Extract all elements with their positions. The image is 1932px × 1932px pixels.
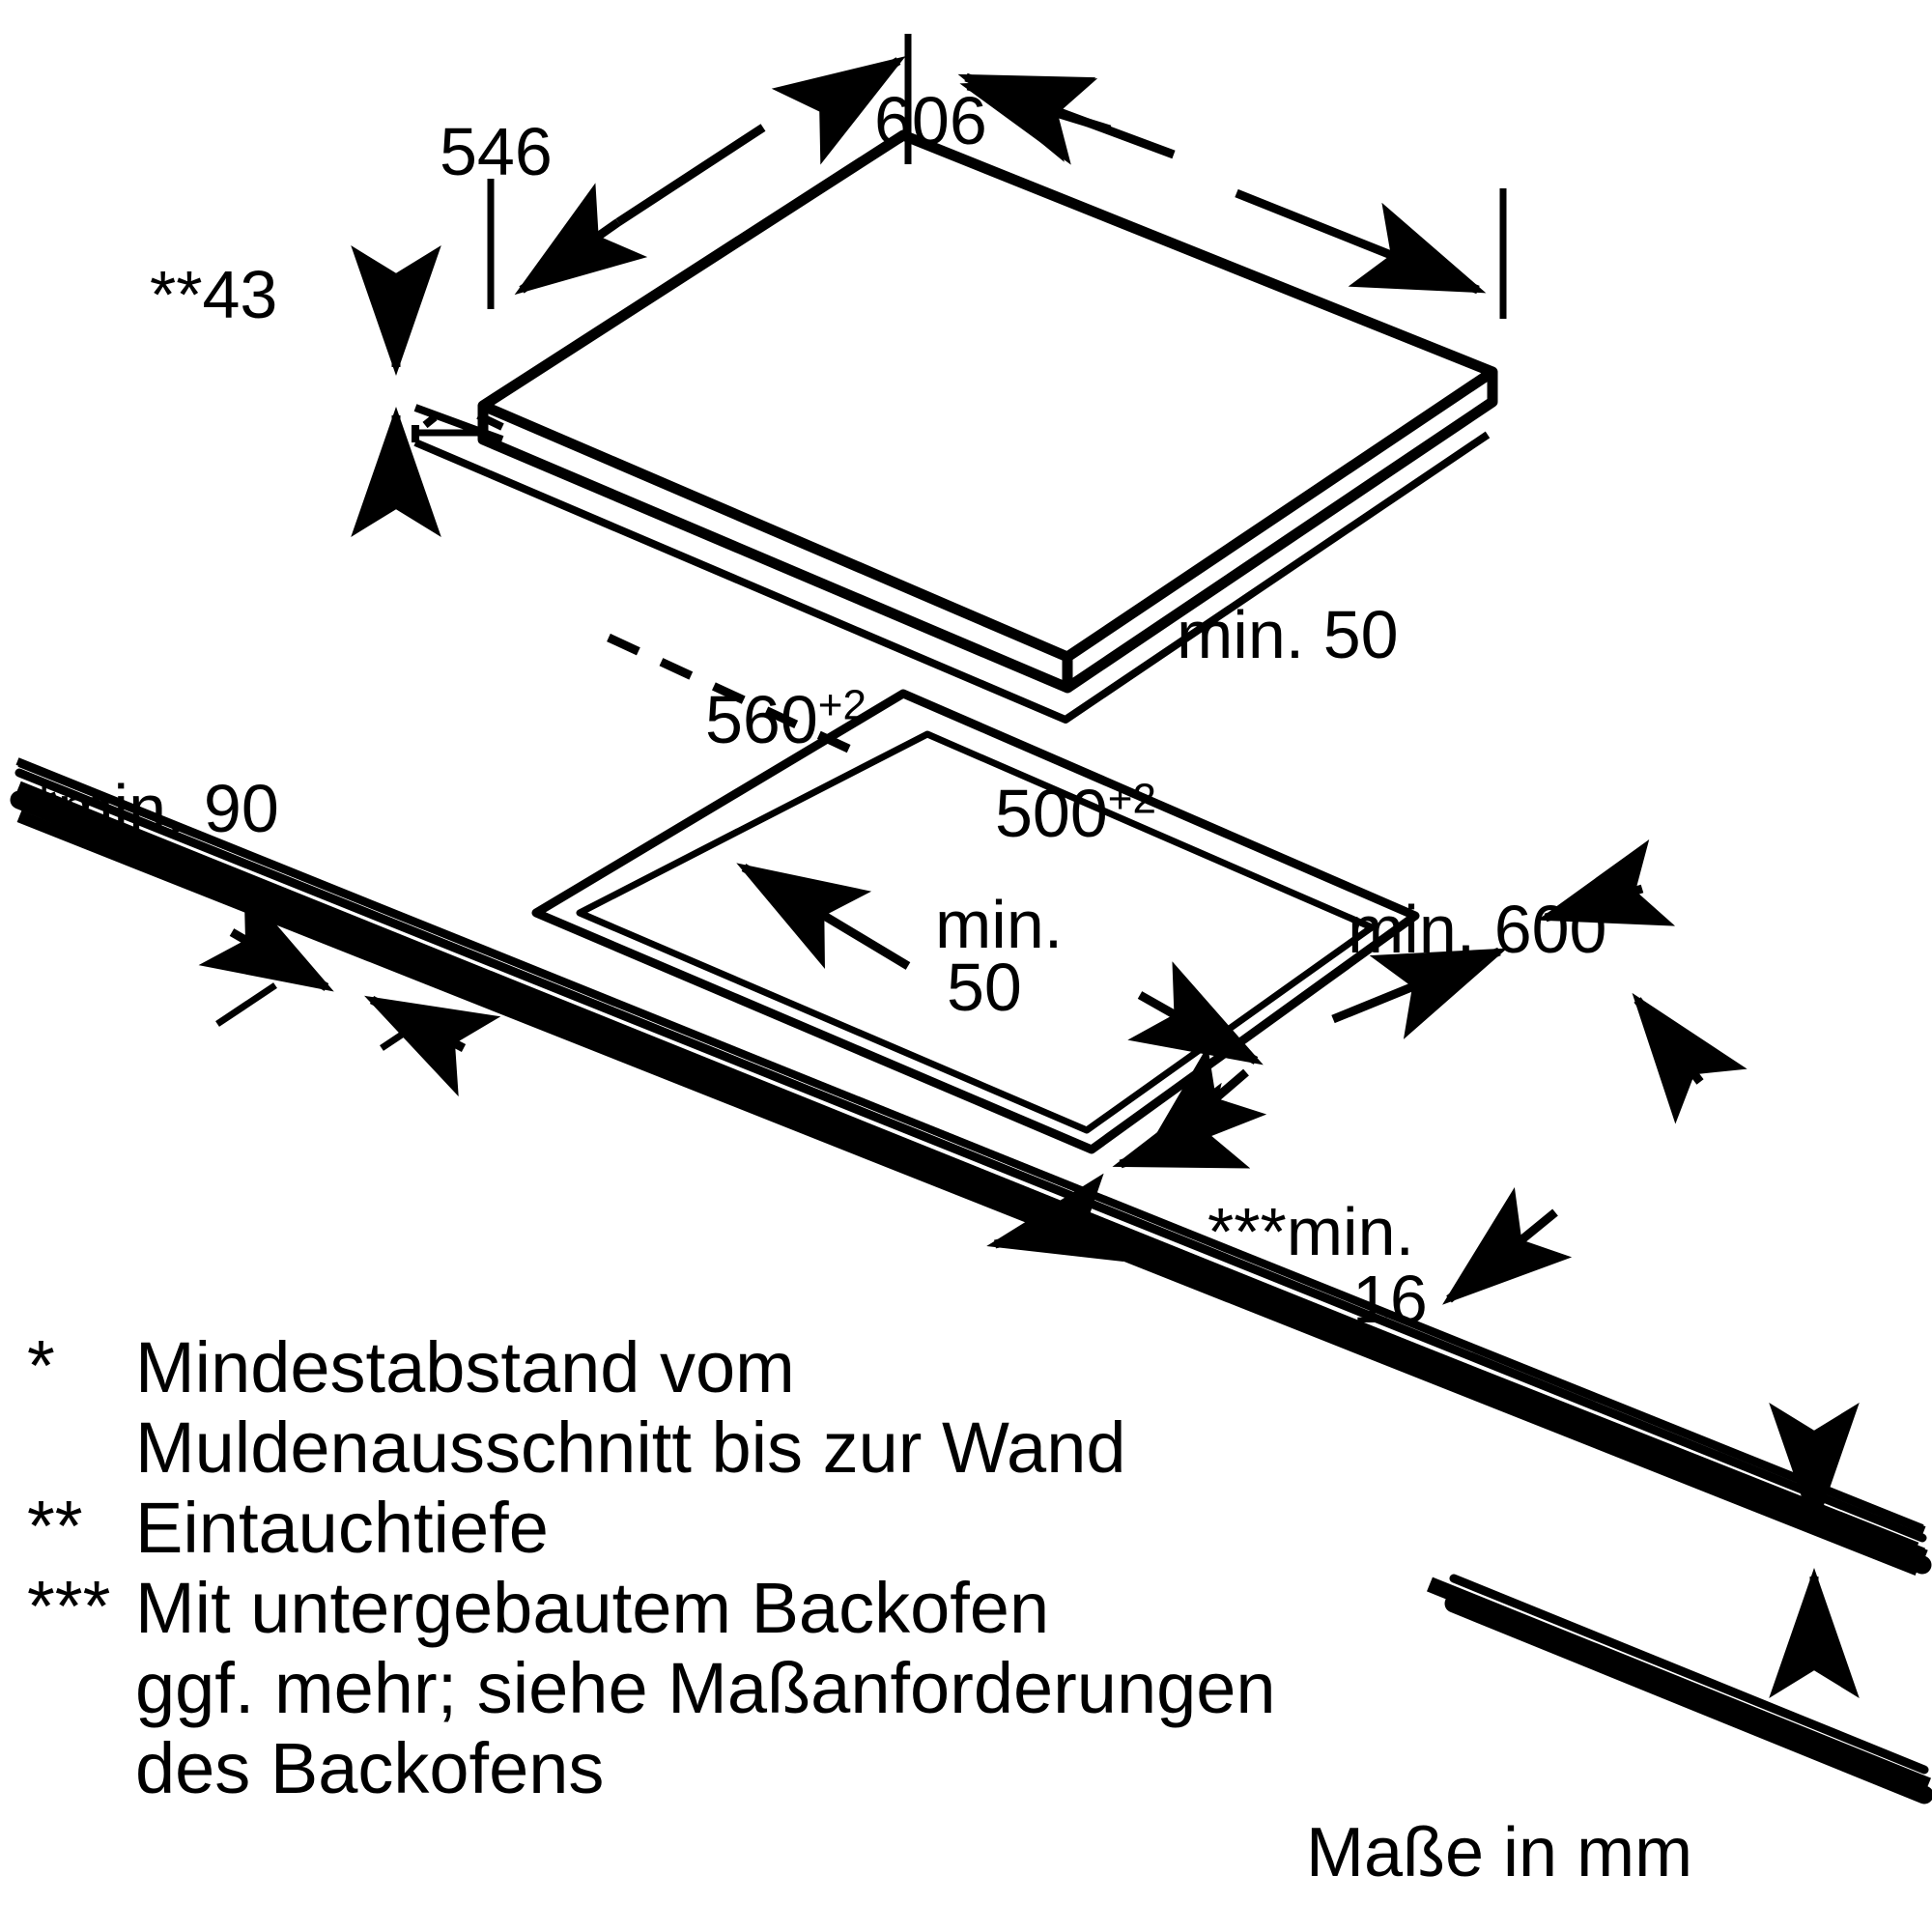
dim-43-leader xyxy=(351,245,504,537)
legend-marker-2: ** xyxy=(27,1486,83,1566)
dimension-label-min50-rear: min. 50 xyxy=(1177,597,1399,672)
worktop-geometry xyxy=(10,768,1932,1804)
units-note: Maße in mm xyxy=(1306,1814,1693,1891)
dimension-label-606: 606 xyxy=(874,83,987,158)
dim-606-leader xyxy=(957,72,1507,319)
dimension-label-min50-front-line1: min. xyxy=(935,887,1064,962)
dimension-560-tolerance: +2 xyxy=(817,681,867,729)
dimension-label-min16-line2: 16 xyxy=(1352,1262,1428,1337)
worktop-rear-edge-right xyxy=(1116,715,1930,1043)
dimension-label-min90: *min. 90 xyxy=(31,771,279,846)
legend-text-1-2: Muldenausschnitt bis zur Wand xyxy=(135,1407,1126,1488)
dim-min50-rear-arrow xyxy=(1537,838,1676,926)
dim-min90-arrows xyxy=(198,887,501,1097)
dimension-label-min50-front-line2: 50 xyxy=(947,950,1022,1025)
legend-text-1-1: Mindestabstand vom xyxy=(135,1327,795,1407)
dim-min600-arrows xyxy=(1442,992,1747,1305)
legend-text-3-2: ggf. mehr; siehe Maßanforderungen xyxy=(135,1648,1276,1728)
dim-min50-front-arrows xyxy=(986,1082,1251,1262)
dimension-43-value: 43 xyxy=(202,257,278,332)
dimension-500-value: 500 xyxy=(995,776,1108,851)
dimension-500-tolerance: +2 xyxy=(1107,775,1156,823)
legend-marker-3: *** xyxy=(27,1566,111,1646)
dimension-43-prefix: ** xyxy=(150,257,203,332)
cooktop-body xyxy=(412,129,1498,724)
worktop-side-rear xyxy=(1420,633,1930,838)
dimension-label-500: 500+2 xyxy=(995,778,1156,849)
dimension-label-min16-line1: ***min. xyxy=(1208,1194,1414,1269)
legend-text-2-1: Eintauchtiefe xyxy=(135,1488,549,1568)
legend-text-3-3: des Backofens xyxy=(135,1728,605,1808)
dimension-560-value: 560 xyxy=(705,682,818,757)
worktop-cutout xyxy=(531,689,1420,1154)
dimension-label-min600: min. 600 xyxy=(1348,892,1607,967)
rear-counter-line xyxy=(1135,720,1930,1041)
dimension-label-560: 560+2 xyxy=(705,684,867,755)
legend-marker-1: * xyxy=(27,1325,55,1406)
worktop-rear-band-real xyxy=(1391,633,1927,850)
legend-text-3-1: Mit untergebautem Backofen xyxy=(135,1568,1050,1648)
counter-back-edge xyxy=(898,676,1927,1087)
dimension-label-546: 546 xyxy=(440,114,553,189)
dimension-label-43: **43 xyxy=(150,259,277,330)
dim-546-leader xyxy=(487,34,912,309)
